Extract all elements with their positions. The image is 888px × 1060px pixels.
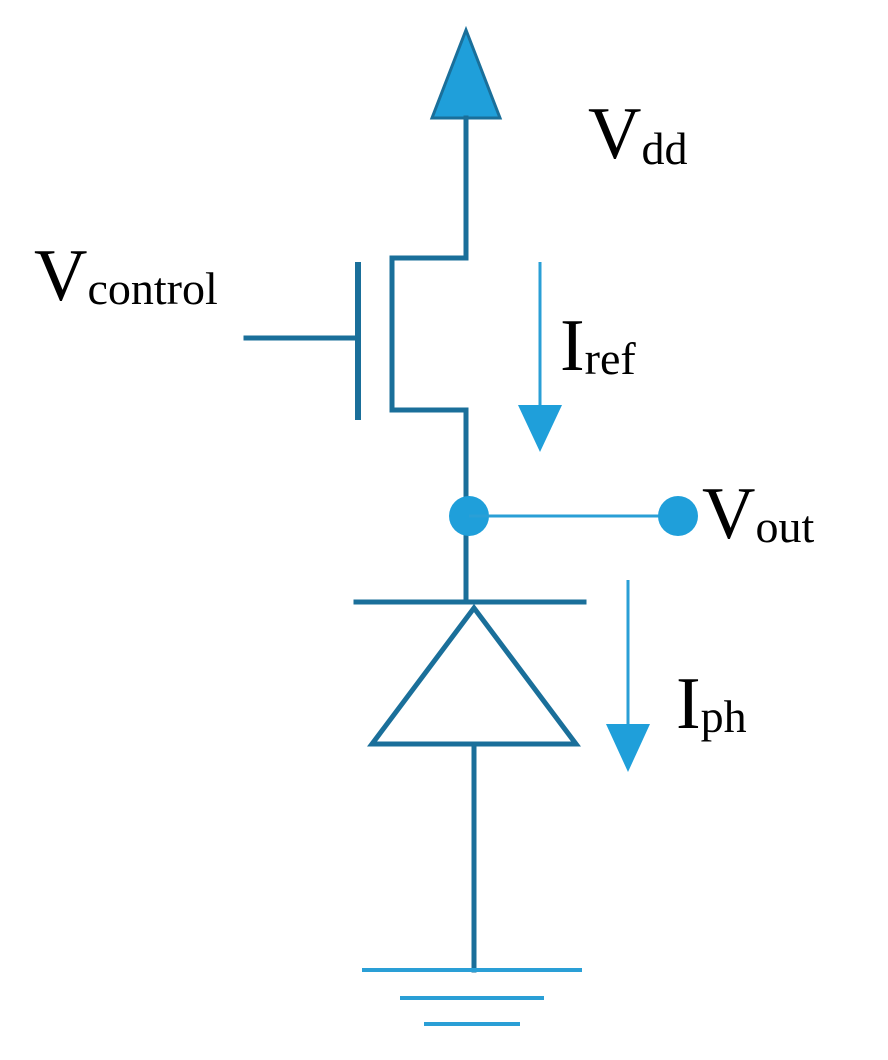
vout-terminal-dot <box>658 496 698 536</box>
photodiode-triangle <box>367 603 581 747</box>
vcontrol-label: Vcontrol <box>34 235 218 317</box>
mosfet-channel <box>389 255 469 413</box>
ground-symbol <box>362 968 582 1026</box>
vout-label: Vout <box>702 473 814 555</box>
iref-label: Iref <box>560 305 636 387</box>
iph-label: Iph <box>676 663 747 745</box>
photodiode <box>353 599 587 747</box>
iph-arrow <box>606 580 650 772</box>
iref-arrow <box>518 262 562 452</box>
mosfet <box>243 255 469 420</box>
vdd-label: Vdd <box>588 93 687 175</box>
vdd-supply-arrow <box>429 25 503 120</box>
